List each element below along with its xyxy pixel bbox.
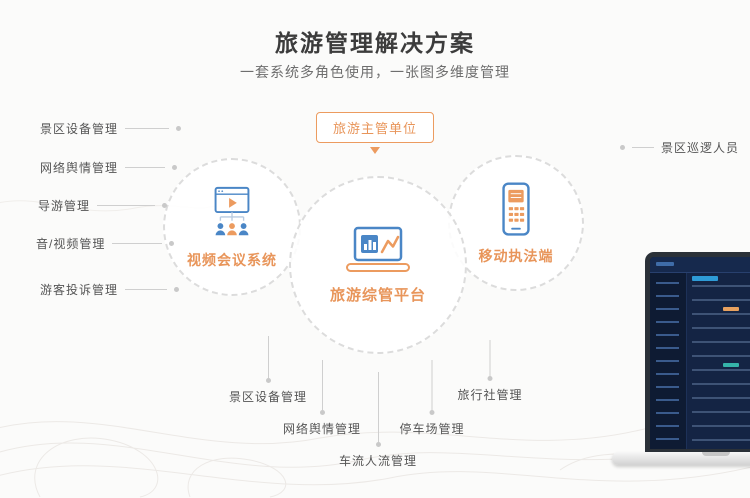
bottom-item-label: 停车场管理 — [399, 422, 465, 436]
dashboard-accent-bar — [723, 363, 739, 367]
bottom-item-parking: 停车场管理 — [399, 360, 464, 437]
authority-badge: 旅游主管单位 — [315, 112, 435, 143]
dashboard-accent-bar — [692, 276, 718, 281]
connector-dot — [487, 376, 493, 381]
connector-line — [112, 242, 163, 244]
page-title: 旅游管理解决方案 — [275, 30, 475, 56]
left-item-complaints: 游客投诉管理 — [40, 281, 180, 297]
connector-line — [489, 340, 491, 376]
laptop-base — [612, 452, 750, 465]
connector-dot — [172, 164, 178, 170]
node-label-video: 视频会议系统 — [187, 251, 277, 268]
left-item-label: 网络舆情管理 — [40, 160, 119, 175]
connector-dot — [319, 410, 325, 415]
left-item-scenic-equipment: 景区设备管理 — [40, 120, 182, 136]
connector-dot — [265, 378, 271, 383]
connector-line — [377, 372, 379, 442]
connector-line — [632, 146, 654, 148]
page-subtitle: 一套系统多角色使用，一张图多维度管理 — [240, 64, 510, 80]
left-item-av-management: 音/视频管理 — [36, 235, 175, 251]
bottom-item-travel-agency: 旅行社管理 — [457, 340, 522, 403]
bottom-item-label: 车流人流管理 — [338, 454, 418, 468]
bottom-item-traffic-flow: 车流人流管理 — [339, 372, 417, 469]
right-item-label: 景区巡逻人员 — [661, 140, 740, 155]
left-item-network-sentiment: 网络舆情管理 — [40, 159, 178, 175]
connector-line — [431, 360, 433, 410]
node-label-mobile: 移动执法端 — [478, 247, 554, 264]
connector-line — [125, 127, 170, 129]
dashboard-body — [650, 273, 750, 449]
circle-video-conference: 视频会议系统 — [163, 158, 301, 296]
dashboard-sidebar — [650, 273, 687, 449]
bottom-item-scenic-equipment: 景区设备管理 — [229, 336, 307, 405]
left-item-label: 音/视频管理 — [36, 236, 106, 251]
left-item-label: 游客投诉管理 — [40, 282, 119, 297]
bottom-item-label: 景区设备管理 — [228, 390, 308, 404]
down-arrow-icon — [370, 147, 380, 154]
laptop-chart-icon — [346, 226, 410, 272]
dashboard-accent-bar — [723, 307, 739, 311]
bottom-item-label: 旅行社管理 — [457, 388, 523, 402]
laptop-screen — [645, 252, 750, 454]
connector-dot — [174, 286, 180, 292]
dashboard-main — [687, 273, 750, 449]
node-label-platform: 旅游综管平台 — [329, 287, 426, 304]
left-item-label: 景区设备管理 — [40, 121, 119, 136]
video-conference-icon — [214, 186, 250, 235]
mobile-device-icon — [502, 181, 530, 236]
connector-dot — [176, 125, 182, 131]
bottom-item-label: 网络舆情管理 — [282, 422, 362, 436]
right-item-patrol-staff: 景区巡逻人员 — [620, 139, 739, 155]
connector-line — [267, 336, 269, 378]
left-item-guide-management: 导游管理 — [38, 197, 168, 213]
connector-dot — [620, 144, 625, 150]
dashboard-topbar — [650, 257, 750, 273]
connector-dot — [429, 410, 435, 415]
connector-dot — [169, 240, 175, 246]
connector-line — [321, 360, 323, 410]
connector-dot — [162, 202, 168, 208]
circle-mobile-enforcement: 移动执法端 — [448, 155, 584, 291]
left-item-label: 导游管理 — [38, 198, 91, 213]
connector-line — [125, 166, 166, 168]
connector-line — [97, 204, 156, 206]
connector-line — [125, 288, 168, 290]
bottom-item-network-sentiment: 网络舆情管理 — [283, 360, 361, 437]
connector-dot — [375, 442, 381, 447]
circle-platform: 旅游综管平台 — [289, 176, 467, 354]
